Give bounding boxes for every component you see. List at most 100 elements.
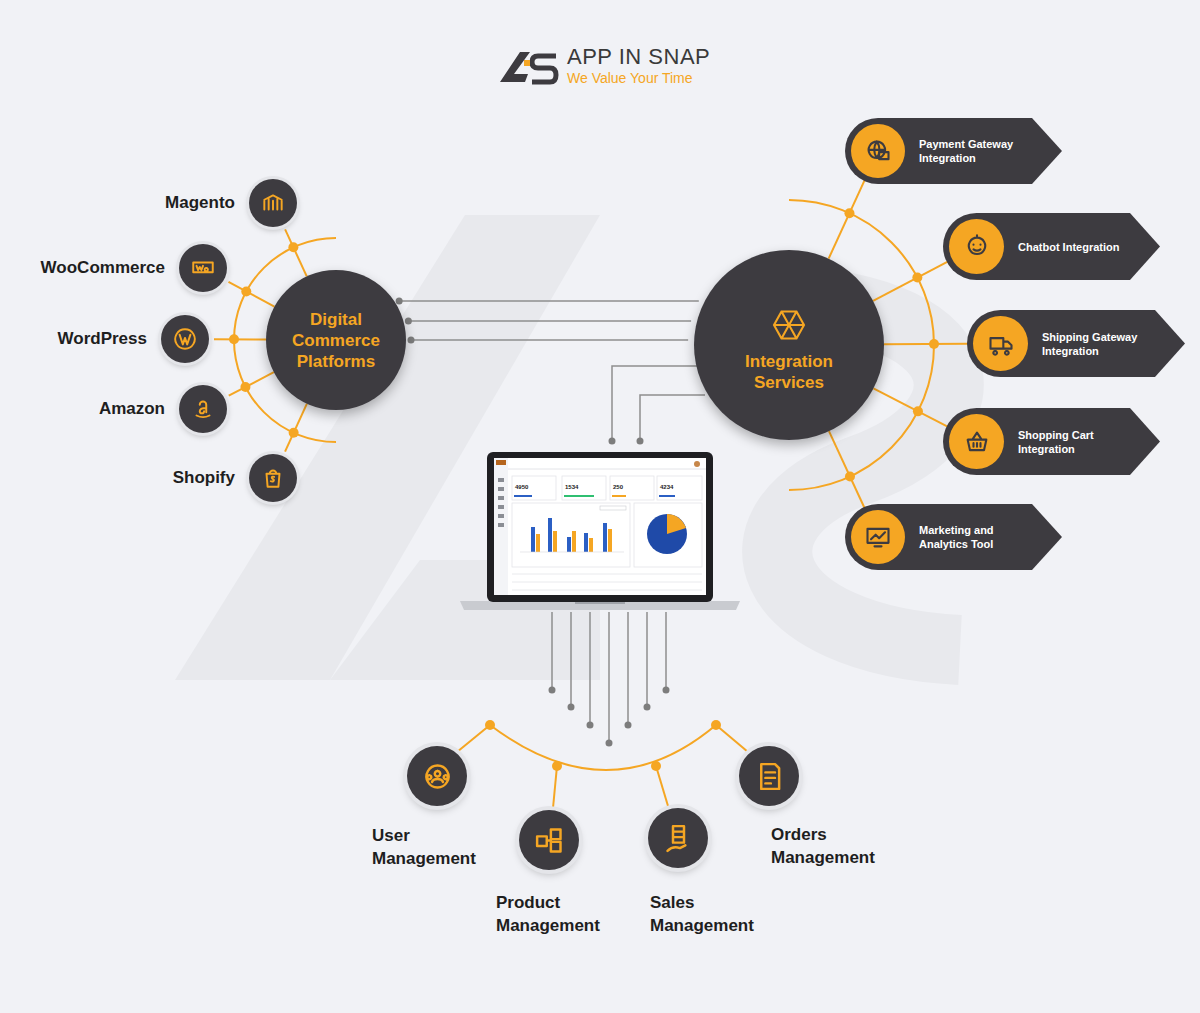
logo-text: We Value Your Time — [567, 71, 693, 85]
connector-dot — [240, 382, 250, 392]
icon-glyph — [864, 137, 892, 165]
stat-number: 250 — [613, 484, 623, 490]
connector-line — [396, 300, 699, 302]
wire — [608, 612, 610, 743]
connector — [285, 404, 307, 452]
wire — [665, 612, 667, 690]
glyph-path — [774, 312, 804, 339]
connector-line — [285, 404, 307, 452]
hub-icon — [771, 307, 807, 343]
row-line — [512, 574, 702, 575]
bar-chart — [520, 518, 624, 552]
laptop-screen — [494, 458, 706, 595]
module-node: Orders Management — [739, 746, 799, 806]
banner-text-box: Shopping Cart Integration — [1018, 408, 1128, 475]
connector-line — [214, 338, 266, 340]
module-node: Sales Management — [648, 808, 708, 868]
wire — [551, 612, 553, 690]
bar — [608, 529, 612, 552]
connector-line — [829, 431, 865, 508]
wire — [612, 366, 697, 440]
connector-dot — [408, 337, 415, 344]
leader — [656, 766, 668, 806]
icon-glyph — [987, 330, 1015, 358]
glyph-path — [667, 826, 685, 851]
banner-text-box: Payment Gateway Integration — [919, 118, 1030, 184]
icon-glyph — [190, 396, 216, 422]
glyph-path — [175, 329, 195, 349]
wire — [646, 612, 648, 707]
glyph-path — [426, 765, 448, 787]
icon-glyph — [864, 523, 892, 551]
dropdown — [600, 506, 626, 510]
platform-node: Shopify — [249, 454, 297, 502]
connector-line — [229, 372, 274, 395]
dot — [485, 720, 495, 730]
connector-line — [884, 343, 968, 346]
connector — [884, 339, 968, 349]
platform-label: WooCommerce — [41, 258, 165, 278]
glyph-path — [869, 142, 889, 160]
connector-line — [829, 180, 865, 259]
platform-label: Amazon — [99, 399, 165, 419]
dot — [711, 720, 721, 730]
platform-node: Amazon — [179, 385, 227, 433]
stat-bar — [514, 495, 532, 497]
module-label: Product Management — [496, 891, 608, 937]
connector — [408, 337, 689, 344]
banner-label: Marketing and Analytics Tool — [919, 523, 1030, 551]
screen-logo — [496, 460, 506, 465]
glyph-path — [193, 263, 213, 273]
bar — [603, 523, 607, 552]
stat-number: 4950 — [515, 484, 528, 490]
bar — [536, 534, 540, 552]
pie — [647, 514, 687, 554]
stat-bar — [612, 495, 626, 497]
banner-label: Shipping Gateway Integration — [1042, 330, 1153, 358]
module-node: Product Management — [519, 810, 579, 870]
icon-glyph — [421, 760, 454, 793]
laptop-base — [460, 601, 740, 610]
glyph-path — [197, 401, 210, 417]
module-label: Sales Management — [650, 891, 762, 937]
arc-dots — [485, 720, 721, 771]
banner-label: Chatbot Integration — [1018, 240, 1119, 254]
icon-disc — [949, 414, 1004, 469]
logo-dot — [524, 60, 530, 66]
bar — [572, 531, 576, 552]
logo-mark — [500, 52, 556, 82]
connector-dot — [913, 406, 923, 416]
icon-glyph — [533, 824, 566, 857]
leader — [716, 725, 748, 752]
wire — [627, 612, 629, 725]
wire — [589, 612, 591, 725]
logo-stroke — [500, 52, 530, 82]
icon-glyph — [963, 233, 991, 261]
glyph-path — [537, 829, 560, 851]
leader — [553, 766, 557, 808]
banner-text-box: Chatbot Integration — [1018, 213, 1128, 280]
stat-card — [657, 476, 702, 500]
connector — [214, 334, 266, 344]
connector-line — [873, 262, 948, 301]
banner-body — [967, 310, 1185, 377]
connector-line — [285, 229, 307, 276]
glyph-path — [990, 338, 1011, 355]
connector-dot — [229, 334, 239, 344]
connector-dot — [929, 339, 939, 349]
connector-line — [873, 388, 947, 426]
icon-glyph — [260, 190, 286, 216]
side-icon — [498, 496, 504, 500]
module-node: User Management — [407, 746, 467, 806]
arc-leaders — [457, 725, 748, 808]
connector-dot — [396, 298, 403, 305]
hub-circle: Digital Commerce Platforms — [266, 270, 406, 410]
axis — [520, 552, 624, 553]
icon-disc — [851, 510, 905, 564]
module-label: User Management — [372, 824, 484, 870]
wire — [570, 612, 572, 707]
logo-text: APP IN SNAP — [567, 46, 710, 68]
